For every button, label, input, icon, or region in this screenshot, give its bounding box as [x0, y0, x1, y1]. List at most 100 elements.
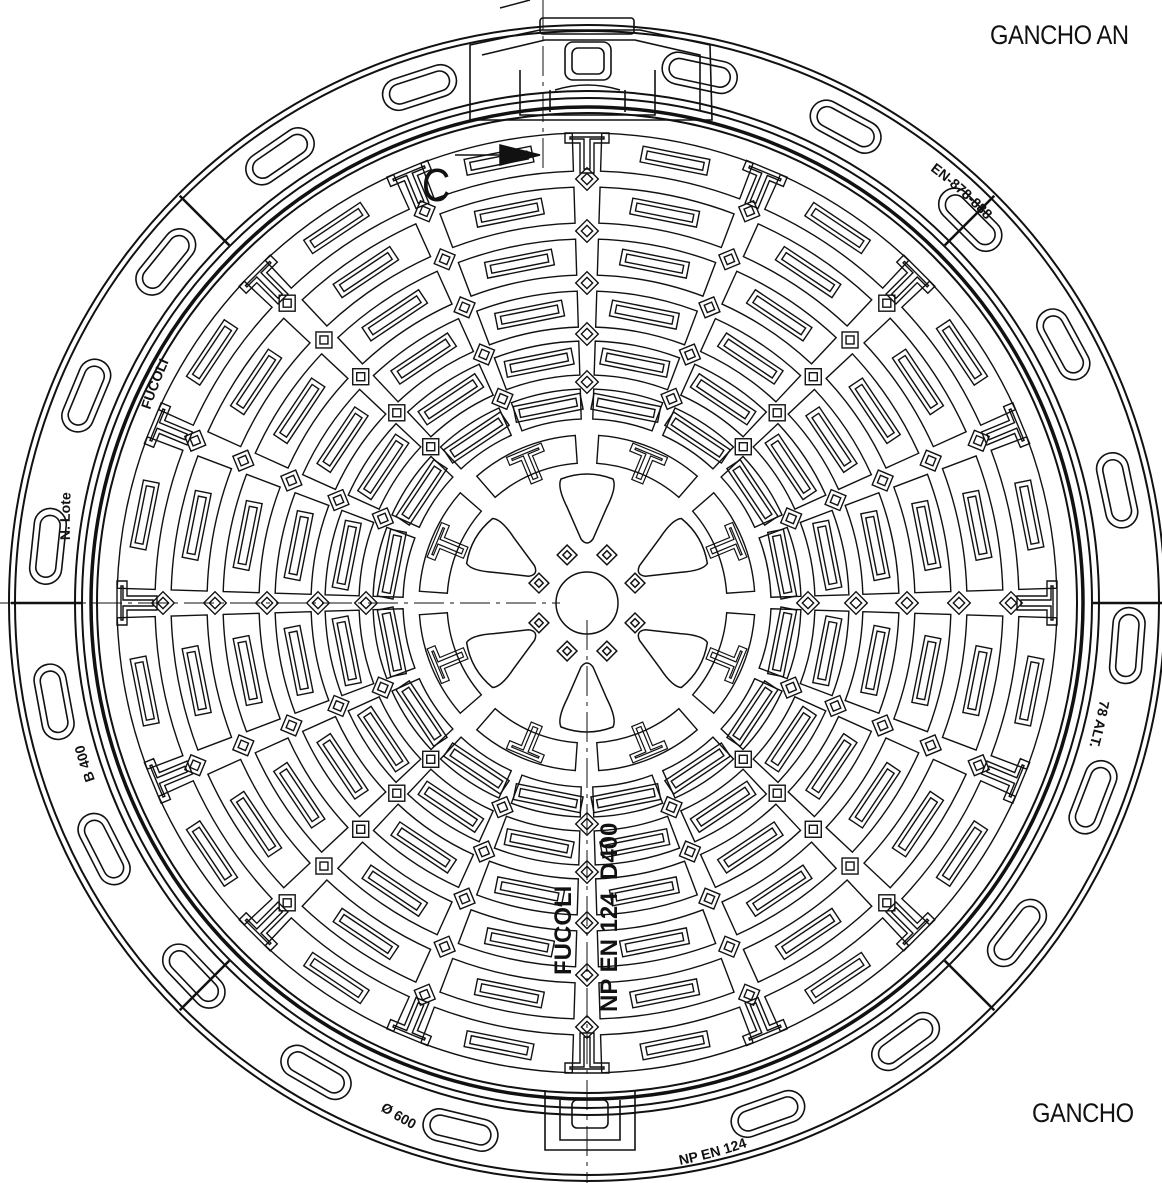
rim-slot: [280, 1044, 352, 1101]
square-boss: [574, 962, 600, 988]
pattern-block: [493, 815, 581, 866]
pattern-block: [347, 695, 422, 784]
square-boss: [278, 894, 296, 912]
rim-text-bottom-right: NP EN 124: [677, 1134, 748, 1168]
rim-slot: [1036, 308, 1091, 381]
pattern-block: [274, 491, 330, 596]
pattern-block: [763, 916, 910, 1033]
t-rib: [385, 159, 433, 210]
square-boss: [231, 449, 255, 473]
pattern-block: [301, 879, 432, 984]
pattern-block: [787, 715, 873, 818]
pattern-block: [419, 1006, 575, 1074]
pattern-block: [510, 774, 582, 818]
pattern-block: [439, 407, 513, 470]
rim-slot: [381, 63, 458, 112]
rim-slot: [61, 358, 112, 433]
t-rib: [705, 644, 748, 685]
raised-bar: [766, 606, 798, 678]
square-boss: [779, 507, 803, 530]
rim-slot: [870, 1011, 941, 1072]
pattern-block: [844, 610, 900, 715]
raised-bar: [745, 864, 813, 918]
rim-slot: [809, 99, 882, 154]
pattern-block: [941, 614, 1004, 751]
raised-bar: [774, 245, 842, 299]
square-boss: [491, 387, 514, 411]
pattern-block: [457, 908, 578, 968]
raised-bar: [663, 411, 732, 465]
pattern-block: [324, 609, 375, 697]
hook-label-top: GANCHO AN: [990, 20, 1129, 50]
t-rib: [564, 132, 610, 174]
square-boss: [388, 784, 406, 802]
pattern-block: [372, 317, 475, 403]
raised-bar: [689, 780, 757, 834]
square-boss: [737, 983, 761, 1007]
pattern-block: [391, 677, 454, 751]
cover-pattern: [116, 132, 1058, 1074]
raised-bar: [232, 499, 263, 572]
pattern-block: [301, 388, 387, 491]
rim-slot: [1068, 759, 1118, 835]
center-lines: [0, 0, 588, 1183]
pattern-block: [679, 768, 768, 843]
pattern-block: [596, 238, 717, 298]
pattern-block: [254, 737, 349, 854]
square-boss: [371, 507, 395, 530]
pattern-block: [679, 363, 768, 438]
pattern-block: [900, 779, 1017, 926]
pattern-block: [599, 1006, 755, 1074]
raised-bar: [689, 372, 757, 426]
pattern-block: [720, 677, 783, 751]
pattern-block: [372, 803, 475, 889]
square-boss: [574, 910, 600, 936]
t-rib: [426, 521, 469, 562]
square-boss: [279, 714, 303, 737]
raised-bar: [181, 644, 212, 717]
raised-bar: [590, 782, 662, 814]
raised-bar: [599, 827, 671, 859]
raised-bar: [129, 655, 160, 727]
pattern-block: [742, 222, 873, 327]
raised-bar: [618, 248, 691, 279]
square-boss: [768, 404, 786, 422]
cover-standard-text: NP EN 124: [596, 892, 623, 1012]
raised-bar: [935, 318, 989, 387]
bottom-hinge-lug: [544, 1090, 636, 1151]
square-boss: [574, 321, 600, 347]
square-boss: [795, 590, 821, 616]
t-rib: [238, 901, 289, 952]
rim-slot: [28, 507, 68, 586]
raised-bar: [283, 624, 314, 697]
square-boss: [841, 857, 859, 875]
pattern-block: [990, 615, 1058, 771]
raised-bar: [935, 819, 989, 888]
rim-text-left-lower: B 400: [71, 743, 98, 784]
t-rib: [885, 901, 936, 952]
t-rib: [426, 644, 469, 685]
raised-bar: [361, 288, 429, 342]
raised-bar: [725, 458, 779, 527]
raised-bar: [608, 299, 681, 330]
raised-bar: [512, 782, 584, 814]
square-boss: [315, 331, 333, 349]
raised-bar: [463, 1030, 535, 1061]
raised-bar: [395, 679, 449, 748]
square-boss: [919, 449, 943, 473]
square-boss: [352, 368, 370, 386]
center-boss-square: [624, 611, 647, 634]
pattern-block: [254, 352, 349, 469]
raised-bar: [848, 377, 902, 445]
raised-bar: [716, 820, 785, 874]
pattern-block: [406, 768, 495, 843]
cover-center: [465, 473, 709, 733]
square-boss: [768, 784, 786, 802]
raised-bar: [628, 978, 701, 1009]
pattern-block: [336, 841, 453, 936]
center-boss-square: [595, 543, 618, 566]
pattern-block: [799, 609, 850, 697]
center-petal: [465, 517, 537, 577]
square-boss: [894, 590, 920, 616]
square-boss: [574, 859, 600, 885]
